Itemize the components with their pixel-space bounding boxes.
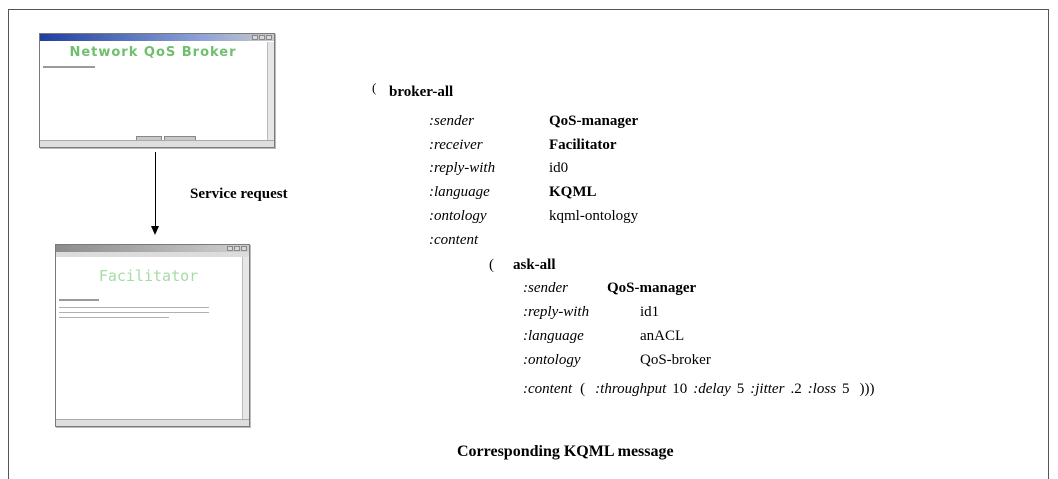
inner-field-value: QoS-broker — [640, 352, 711, 368]
inner-field-key: :reply-with — [523, 304, 590, 320]
param-key: :throughput — [595, 381, 667, 397]
status-bar — [40, 140, 274, 147]
facilitator-window-thumbnail: Facilitator — [55, 244, 250, 427]
broker-window-thumbnail: Network QoS Broker — [39, 33, 275, 148]
outer-field-key: :language — [429, 184, 490, 200]
outer-open-paren: ( — [372, 80, 377, 95]
table-line — [59, 307, 209, 308]
inner-content-line: :content ( :throughput 10 :delay 5 :jitter .2… — [523, 380, 875, 398]
param-value: .2 — [790, 381, 802, 397]
inner-open-paren: ( — [489, 257, 494, 273]
inner-field-key: :language — [523, 328, 584, 344]
inner-field-value: anACL — [640, 328, 685, 344]
figure-frame — [8, 9, 1049, 479]
outer-field-key: :content — [429, 232, 479, 248]
outer-field-value: QoS-manager — [549, 113, 639, 129]
arrow-label: Service request — [190, 186, 288, 202]
titlebar — [40, 34, 274, 41]
param-value: 5 — [736, 381, 745, 397]
outer-field-key: :reply-with — [429, 160, 496, 176]
inner-field-value: id1 — [640, 304, 660, 320]
close-icon — [266, 35, 272, 40]
maximize-icon — [234, 246, 240, 251]
outer-field-key: :receiver — [429, 137, 483, 153]
content-close-parens: ))) — [859, 381, 875, 397]
content-key: :content — [523, 381, 573, 397]
minimize-icon — [252, 35, 258, 40]
arrow-head — [151, 226, 159, 235]
scrollbar — [267, 42, 274, 147]
table-line — [59, 312, 209, 313]
outer-field-key: :ontology — [429, 208, 487, 224]
broker-window-title: Network QoS Broker — [69, 45, 237, 60]
text-line — [59, 299, 99, 301]
outer-field-value: KQML — [549, 184, 597, 200]
param-key: :loss — [807, 381, 837, 397]
inner-field-key: :ontology — [523, 352, 581, 368]
inner-field-key: :sender — [523, 280, 568, 296]
content-open-paren: ( — [580, 381, 586, 397]
table-line — [59, 317, 169, 318]
caption: Corresponding KQML message — [457, 443, 674, 460]
scrollbar — [242, 257, 249, 426]
outer-field-value: id0 — [549, 160, 569, 176]
arrow-shaft — [155, 152, 156, 229]
minimize-icon — [227, 246, 233, 251]
param-key: :jitter — [750, 381, 785, 397]
outer-performative: broker-all — [389, 84, 454, 100]
outer-field-key: :sender — [429, 113, 474, 129]
outer-field-value: Facilitator — [549, 137, 617, 153]
titlebar — [56, 245, 249, 252]
param-value: 5 — [842, 381, 850, 397]
maximize-icon — [259, 35, 265, 40]
inner-field-value: QoS-manager — [607, 280, 697, 296]
param-key: :delay — [693, 381, 731, 397]
facilitator-window-title: Facilitator — [98, 267, 199, 285]
inner-performative: ask-all — [513, 257, 556, 273]
menu-bar — [56, 252, 249, 257]
param-value: 10 — [672, 381, 688, 397]
outer-field-value: kqml-ontology — [549, 208, 639, 224]
status-bar — [56, 419, 249, 426]
close-icon — [241, 246, 247, 251]
text-line — [43, 66, 95, 68]
